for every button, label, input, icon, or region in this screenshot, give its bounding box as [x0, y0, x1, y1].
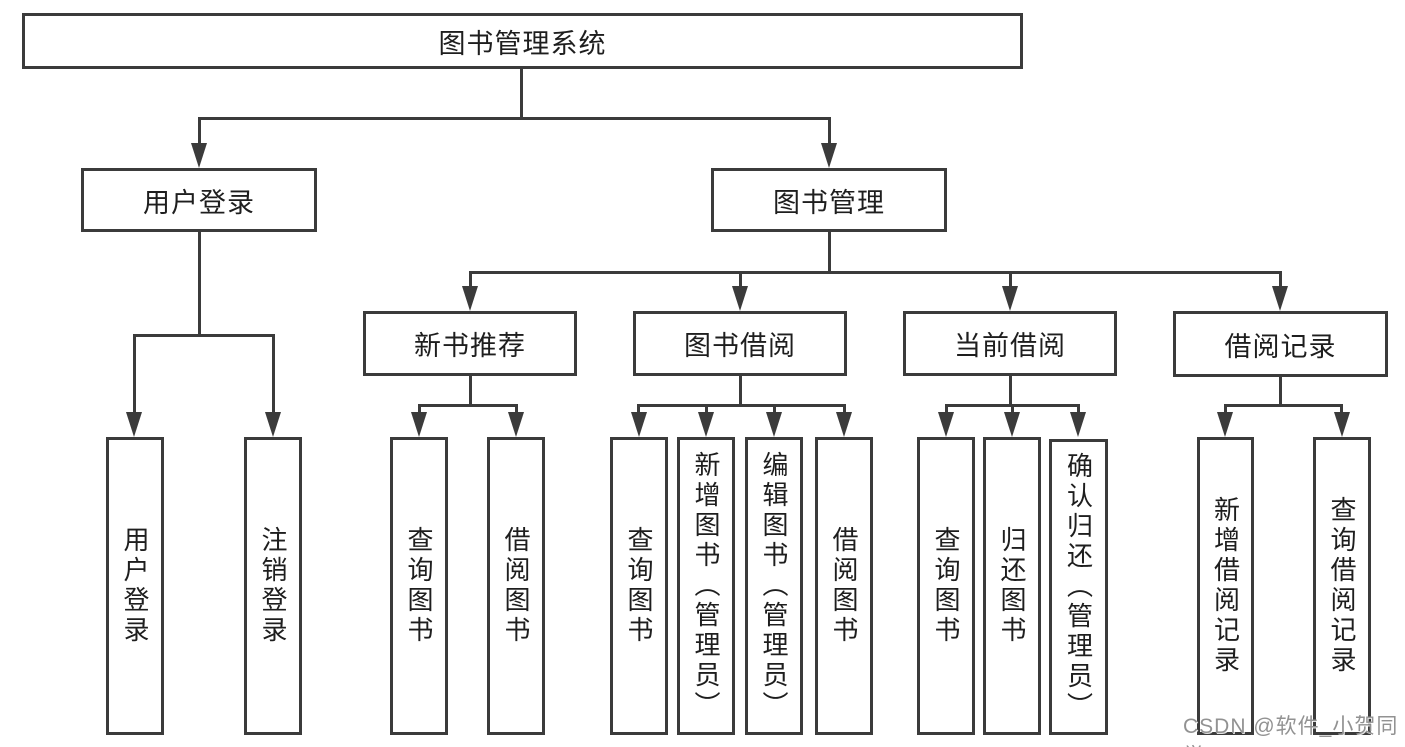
csdn-watermark: CSDN @软件_小贺同学: [1183, 715, 1399, 747]
arrow-down-icon: [821, 143, 837, 168]
connector-borrow-drop-1: [637, 404, 640, 416]
node-user-login: 用户登录: [81, 168, 317, 232]
connector-borrow-drop-4: [842, 404, 846, 416]
connector-current-stem: [1008, 376, 1012, 407]
connector-book-mgmt-stem: [827, 232, 831, 274]
connector-new-book-rail: [417, 404, 518, 407]
leaf-query-books-current: 查询图书: [917, 437, 975, 735]
connector-current-drop-2: [1010, 404, 1014, 416]
leaf-logout: 注销登录: [244, 437, 302, 735]
connector-records-drop-1: [1223, 404, 1227, 416]
arrow-down-icon: [1217, 412, 1233, 437]
connector-borrow-drop-2: [704, 404, 708, 416]
connector-user-login-stem: [197, 232, 201, 337]
leaf-borrow-books-recommend: 借阅图书: [487, 437, 545, 735]
node-current-borrowing: 当前借阅: [903, 311, 1117, 376]
connector-new-book-drop-1: [417, 404, 421, 416]
leaf-borrow-books: 借阅图书: [815, 437, 873, 735]
leaf-user-login: 用户登录: [106, 437, 164, 735]
arrow-down-icon: [1070, 412, 1086, 437]
connector-book-mgmt-drop-1: [468, 271, 472, 289]
arrow-down-icon: [462, 286, 478, 311]
connector-borrow-stem: [738, 376, 742, 407]
arrow-down-icon: [766, 412, 782, 437]
arrow-down-icon: [411, 412, 427, 437]
node-library-management-system: 图书管理系统: [22, 13, 1023, 69]
connector-records-stem: [1278, 377, 1282, 407]
arrow-down-icon: [1333, 412, 1350, 437]
leaf-return-books: 归还图书: [983, 437, 1041, 735]
connector-borrow-rail: [637, 404, 845, 407]
connector-records-rail: [1223, 404, 1343, 407]
arrow-down-icon: [265, 412, 281, 437]
connector-root-drop-left: [197, 117, 201, 147]
node-book-management: 图书管理: [711, 168, 947, 232]
node-new-book-recommend: 新书推荐: [363, 311, 577, 376]
connector-current-drop-3: [1076, 404, 1080, 416]
connector-new-book-drop-2: [514, 404, 518, 416]
connector-new-book-stem: [468, 376, 472, 407]
connector-book-mgmt-drop-2: [738, 271, 742, 289]
node-borrowing-records: 借阅记录: [1173, 311, 1388, 377]
connector-borrow-drop-3: [772, 404, 776, 416]
connector-root-rail: [197, 117, 831, 120]
connector-user-login-rail: [132, 334, 275, 337]
leaf-edit-books-admin: 编辑图书（管理员）: [745, 437, 803, 735]
leaf-query-books-recommend: 查询图书: [390, 437, 448, 735]
arrow-down-icon: [630, 412, 647, 437]
arrow-down-icon: [1002, 286, 1018, 311]
arrow-down-icon: [191, 143, 207, 168]
connector-root-stem: [519, 69, 523, 120]
arrow-down-icon: [1272, 286, 1288, 311]
arrow-down-icon: [836, 412, 852, 437]
connector-root-drop-right: [827, 117, 831, 147]
arrow-down-icon: [126, 412, 142, 437]
arrow-down-icon: [732, 286, 748, 311]
connector-book-mgmt-drop-3: [1008, 271, 1012, 289]
leaf-add-borrow-record: 新增借阅记录: [1197, 437, 1254, 735]
arrow-down-icon: [938, 412, 954, 437]
arrow-down-icon: [1004, 412, 1020, 437]
connector-user-login-drop-1: [132, 334, 136, 416]
leaf-add-books-admin: 新增图书（管理员）: [677, 437, 735, 735]
leaf-confirm-return-admin: 确认归还（管理员）: [1049, 439, 1108, 735]
connector-current-drop-1: [944, 404, 948, 416]
arrow-down-icon: [698, 412, 714, 437]
leaf-query-borrow-record: 查询借阅记录: [1313, 437, 1371, 735]
connector-book-mgmt-rail: [468, 271, 1282, 274]
connector-book-mgmt-drop-4: [1278, 271, 1282, 289]
node-book-borrowing: 图书借阅: [633, 311, 847, 376]
leaf-query-books-borrow: 查询图书: [610, 437, 668, 735]
connector-records-drop-2: [1340, 404, 1343, 416]
arrow-down-icon: [508, 412, 524, 437]
connector-user-login-drop-2: [271, 334, 275, 416]
